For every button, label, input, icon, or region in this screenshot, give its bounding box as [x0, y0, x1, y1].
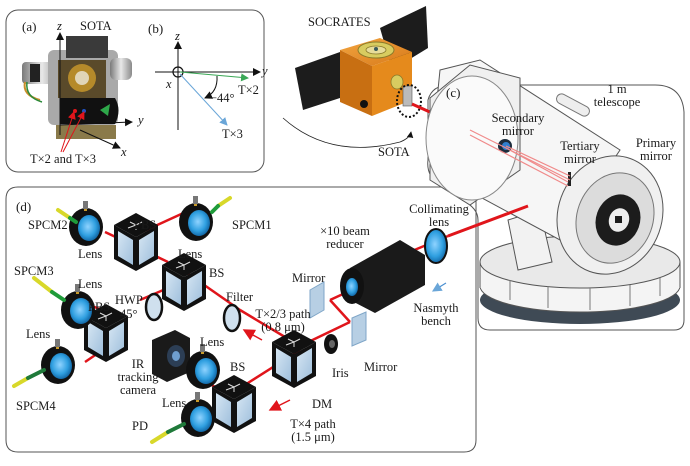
spcm4-label: SPCM4	[16, 399, 56, 413]
filter-label: Filter	[226, 290, 254, 304]
ir-camera-label-line3: camera	[119, 383, 157, 397]
dm-label: DM	[312, 397, 333, 411]
tx2-vector	[179, 71, 249, 82]
tx23-path-label-line1: T×2/3 path	[255, 307, 311, 321]
panel-c-tag: (c)	[446, 85, 461, 100]
beam-reducer-label-line2: reducer	[326, 237, 364, 251]
panel-a-axes	[56, 32, 133, 153]
lens-spcm3-label: Lens	[78, 277, 103, 291]
tx4-path-label-line2: (1.5 μm)	[291, 430, 335, 444]
tx3-vector	[179, 73, 228, 126]
panel-b-tx3-label: T×3	[222, 127, 243, 141]
sota-terminal	[402, 85, 413, 107]
tx23-direction-arrow	[242, 329, 263, 341]
bs-top-label: BS	[209, 266, 225, 280]
bs-cube-bottom	[211, 374, 257, 434]
panel-a-callout: T×2 and T×3	[30, 152, 96, 166]
hwp-angle-label: 45°	[120, 307, 138, 321]
bs-bottom-label: BS	[230, 360, 246, 374]
angle-arc	[204, 75, 218, 99]
panel-b-tag: (b)	[148, 21, 164, 36]
pbs-lower-label: PBS	[88, 300, 111, 314]
panel-b-x-axis-label: x	[166, 77, 172, 91]
ir-camera-label-line1: IR	[131, 357, 145, 371]
beam-reducer-label-line1: ×10 beam	[320, 224, 370, 238]
filter	[222, 303, 242, 333]
lens-pd-label: Lens	[162, 396, 187, 410]
sota-terminal-label: SOTA	[378, 145, 410, 159]
fiber-cables	[12, 196, 232, 444]
sota-dotted-highlight	[396, 84, 422, 118]
beam-reducer	[340, 240, 425, 313]
lens-ir-label: Lens	[200, 335, 225, 349]
tx4-path-label-line1: T×4 path	[290, 417, 336, 431]
iris-label: Iris	[332, 366, 349, 380]
half-wave-plate	[144, 292, 164, 322]
collimating-lens-label-line1: Collimating	[409, 202, 469, 216]
spcm4-lens-mount	[41, 339, 75, 384]
ir-lens-mount	[186, 344, 220, 389]
lens-spcm1-label: Lens	[178, 247, 203, 261]
sota-photo	[22, 36, 132, 139]
tx23-path-label-line2: (0.8 μm)	[261, 320, 305, 334]
spcm1-lens-mount	[179, 196, 213, 241]
solar-panel-left	[295, 52, 340, 110]
panel-a-x-axis-label: x	[121, 145, 127, 159]
telescope-label-line2: telescope	[593, 95, 641, 109]
collimating-lens	[424, 228, 448, 264]
mirror-lower	[351, 311, 367, 347]
panel-ab-frame	[5, 9, 265, 173]
pbs-top-label: PBS	[134, 218, 157, 232]
lens-spcm2-label: Lens	[78, 247, 103, 261]
telescope-internal-beams	[469, 129, 571, 187]
lens-spcm4-label: Lens	[26, 327, 51, 341]
panel-a-title: SOTA	[80, 19, 112, 33]
panel-a-z-axis-label: z	[57, 19, 62, 33]
mirror-upper-label: Mirror	[292, 271, 326, 285]
panel-a-tag: (a)	[22, 19, 37, 34]
tertiary-mirror-label-line1: Tertiary	[560, 139, 600, 153]
panel-b-angle-label: −44°	[210, 91, 235, 105]
spcm2-label: SPCM2	[28, 218, 68, 232]
panel-b-tx2-label: T×2	[238, 83, 259, 97]
panel-b-y-axis-label: y	[262, 64, 268, 78]
dm-cube	[271, 329, 317, 389]
spcm3-label: SPCM3	[14, 264, 54, 278]
tx4-direction-arrow	[268, 399, 291, 411]
telescope-1m	[425, 59, 681, 324]
mirror-upper	[309, 281, 325, 319]
mirror-lower-label: Mirror	[364, 360, 398, 374]
spcm1-label: SPCM1	[232, 218, 272, 232]
tertiary-mirror-label-line2: mirror	[564, 152, 596, 166]
ir-tracking-camera	[152, 330, 190, 382]
satellite-name: SOCRATES	[308, 15, 371, 29]
secondary-mirror-label-line1: Secondary	[491, 111, 545, 125]
nasmyth-beam	[447, 204, 529, 238]
pd-label: PD	[132, 419, 148, 433]
collimating-lens-label-line2: lens	[428, 215, 450, 229]
nasmyth-label-line1: Nasmyth	[413, 301, 459, 315]
hwp-label: HWP	[115, 293, 143, 307]
secondary-mirror-label-line2: mirror	[502, 124, 534, 138]
panel-a-y-axis-label: y	[138, 113, 144, 127]
panel-b-z-axis-label: z	[175, 29, 180, 43]
telescope-label-line1: 1 m	[607, 82, 627, 96]
socrates-satellite	[295, 6, 428, 118]
sota-connector-curve	[282, 117, 414, 148]
primary-mirror-label-line2: mirror	[640, 149, 672, 163]
ir-camera-label-line2: tracking	[117, 370, 159, 384]
panel-d-tag: (d)	[16, 199, 32, 214]
panel-b-diagram	[155, 41, 261, 130]
nasmyth-direction-arrow	[431, 282, 447, 292]
nasmyth-label-line2: bench	[421, 314, 451, 328]
bs-cube-top	[161, 252, 207, 312]
spcm2-lens-mount	[69, 201, 103, 246]
primary-mirror-label-line1: Primary	[635, 136, 677, 150]
